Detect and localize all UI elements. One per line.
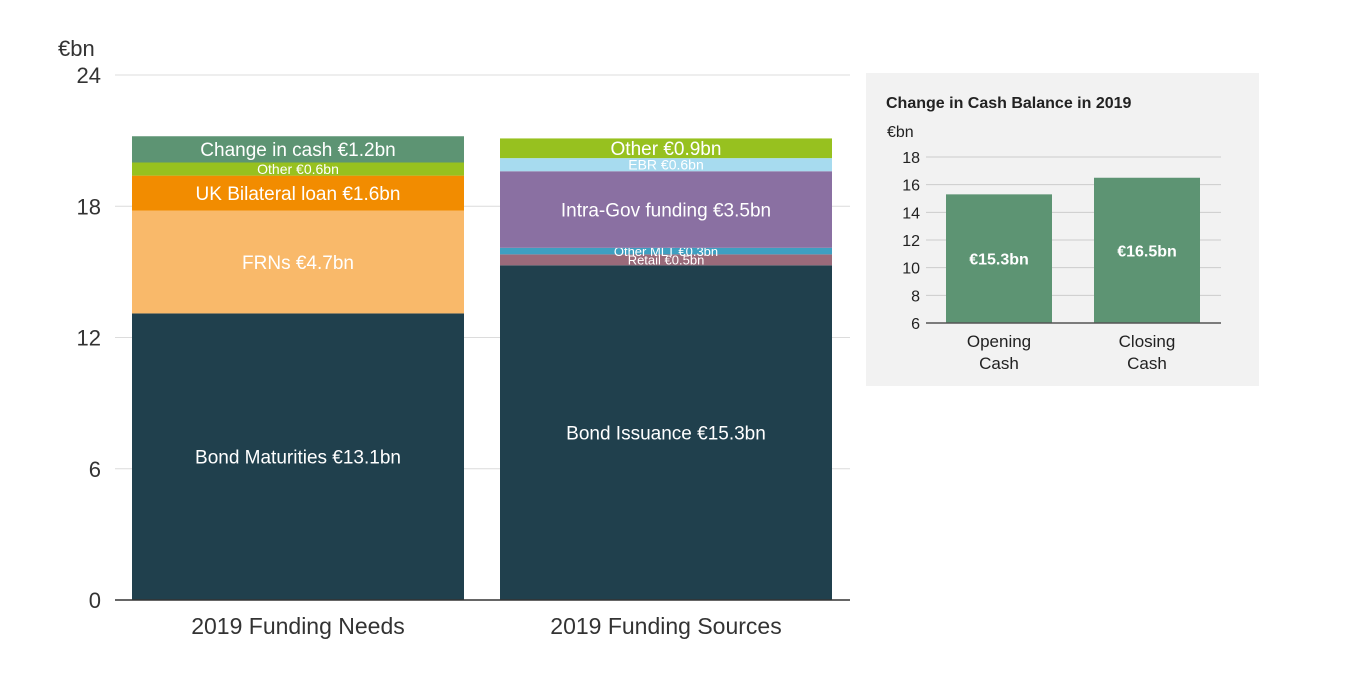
segment-data-label: Change in cash €1.2bn xyxy=(200,140,395,161)
bar-segment xyxy=(500,171,832,248)
bar-segment xyxy=(132,175,464,211)
inset-y-tick-label: 16 xyxy=(902,178,920,195)
segment-data-label: FRNs €4.7bn xyxy=(242,253,354,274)
bar-segment xyxy=(132,162,464,176)
inset-panel-background xyxy=(866,73,1259,386)
y-axis-unit-label: €bn xyxy=(58,36,95,61)
inset-y-tick-label: 8 xyxy=(911,288,920,305)
inset-y-tick-label: 14 xyxy=(902,205,920,222)
inset-x-category-label: Opening xyxy=(967,332,1031,351)
y-tick-label: 6 xyxy=(89,457,101,482)
inset-title: Change in Cash Balance in 2019 xyxy=(886,95,1132,112)
bar-segment xyxy=(132,313,464,600)
inset-y-tick-label: 18 xyxy=(902,150,920,167)
segment-data-label: Bond Issuance €15.3bn xyxy=(566,423,766,444)
segment-data-label: EBR €0.6bn xyxy=(628,157,704,173)
bar-segment xyxy=(132,210,464,314)
inset-y-unit-label: €bn xyxy=(887,124,914,141)
x-category-label: 2019 Funding Needs xyxy=(191,613,405,639)
inset-bar xyxy=(1094,177,1200,323)
y-tick-label: 18 xyxy=(77,194,101,219)
inset-y-tick-label: 10 xyxy=(902,261,920,278)
segment-data-label: UK Bilateral loan €1.6bn xyxy=(196,184,401,205)
segment-data-label: Other €0.9bn xyxy=(611,139,722,160)
inset-x-category-label: Closing xyxy=(1119,332,1176,351)
inset-y-tick-label: 6 xyxy=(911,316,920,333)
segment-data-label: Retail €0.5bn xyxy=(628,253,705,268)
cash-balance-inset-chart: Change in Cash Balance in 2019 €bn 6 8 10 12 1… xyxy=(866,73,1259,386)
bar-segment xyxy=(500,247,832,255)
inset-bar xyxy=(946,194,1052,323)
bar-segment xyxy=(500,138,832,159)
bar-segment xyxy=(132,136,464,163)
segment-data-label: Bond Maturities €13.1bn xyxy=(195,448,401,469)
bar-segment xyxy=(500,158,832,172)
y-tick-label: 24 xyxy=(77,63,101,88)
inset-x-category-label: Cash xyxy=(1127,354,1167,373)
inset-x-category-label: Cash xyxy=(979,354,1019,373)
segment-data-label: Intra-Gov funding €3.5bn xyxy=(561,200,771,221)
bar-segment xyxy=(500,254,832,266)
inset-bar-data-label: €15.3bn xyxy=(969,252,1029,269)
x-category-label: 2019 Funding Sources xyxy=(550,613,781,639)
inset-y-tick-label: 12 xyxy=(902,233,920,250)
segment-data-label: Other €0.6bn xyxy=(257,161,339,177)
y-tick-label: 12 xyxy=(77,326,101,351)
inset-bar-data-label: €16.5bn xyxy=(1117,243,1177,260)
bar-segment xyxy=(500,265,832,600)
y-tick-label: 0 xyxy=(89,588,101,613)
